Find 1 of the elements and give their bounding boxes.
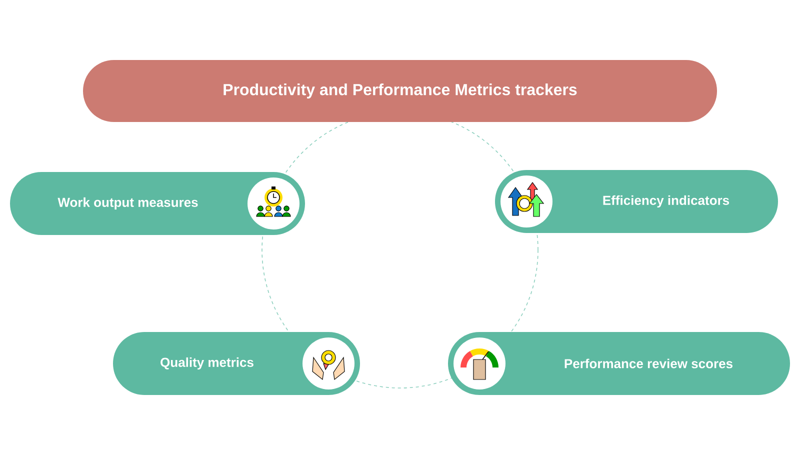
title-banner: Productivity and Performance Metrics trackers xyxy=(83,60,717,122)
